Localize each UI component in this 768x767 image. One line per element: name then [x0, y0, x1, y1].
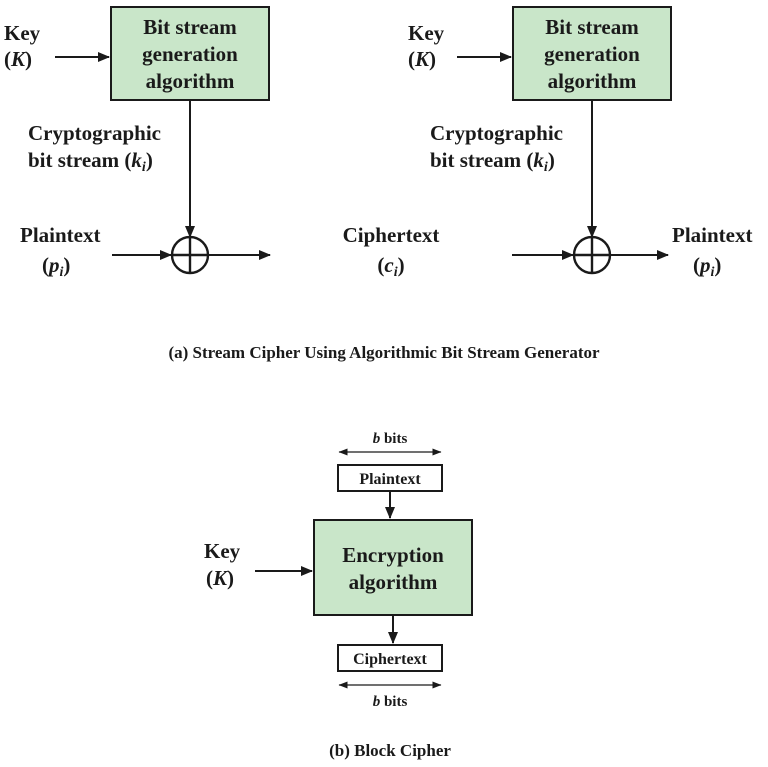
block-ciphertext-label: Ciphertext: [353, 651, 427, 668]
enc-key-symbol: (K): [4, 47, 32, 71]
block-key-symbol: (K): [206, 566, 234, 590]
enc-generator-line2: generation: [142, 42, 238, 66]
block-cipher-caption: (b) Block Cipher: [329, 741, 451, 760]
enc-keystream-label-line1: Cryptographic: [28, 121, 161, 145]
block-encryption-line2: algorithm: [349, 570, 438, 594]
block-encryption-line1: Encryption: [342, 543, 444, 567]
stream-decryption-side: Key (K) Bit stream generation algorithm …: [408, 6, 752, 280]
block-plaintext-box: [337, 464, 443, 492]
dec-generator-line1: Bit stream: [545, 15, 639, 39]
dec-key-symbol: (K): [408, 47, 436, 71]
dec-generator-line3: algorithm: [548, 69, 637, 93]
block-bits-top-label: b bits: [373, 431, 408, 447]
enc-keystream-label-line2: bit stream (ki): [28, 148, 153, 175]
block-bits-bottom-label: b bits: [373, 694, 408, 710]
block-key-label: Key: [204, 539, 241, 563]
enc-plaintext-symbol: (pi): [42, 253, 70, 280]
enc-plaintext-label: Plaintext: [20, 223, 100, 247]
dec-bit-stream-generator-box: [512, 6, 672, 101]
block-encryption-box: [313, 519, 473, 616]
block-cipher: b bits Plaintext Encryption algorithm Ke…: [204, 431, 473, 710]
ciphertext-symbol: (ci): [377, 253, 404, 280]
enc-generator-line3: algorithm: [146, 69, 235, 93]
dec-xor-icon: [572, 235, 612, 275]
ciphertext-label: Ciphertext: [343, 223, 440, 247]
dec-keystream-label-line1: Cryptographic: [430, 121, 563, 145]
dec-plaintext-symbol: (pi): [693, 253, 721, 280]
dec-key-label: Key: [408, 21, 445, 45]
block-ciphertext-box: [337, 644, 443, 672]
stream-cipher-caption: (a) Stream Cipher Using Algorithmic Bit …: [168, 343, 600, 362]
stream-ciphertext-label-group: Ciphertext (ci): [343, 223, 440, 280]
enc-xor-icon: [170, 235, 210, 275]
enc-key-label: Key: [4, 21, 41, 45]
enc-generator-line1: Bit stream: [143, 15, 237, 39]
block-plaintext-label: Plaintext: [359, 471, 421, 488]
dec-generator-line2: generation: [544, 42, 640, 66]
dec-keystream-label-line2: bit stream (ki): [430, 148, 555, 175]
dec-plaintext-label: Plaintext: [672, 223, 752, 247]
stream-encryption-side: Key (K) Bit stream generation algorithm …: [4, 6, 271, 280]
